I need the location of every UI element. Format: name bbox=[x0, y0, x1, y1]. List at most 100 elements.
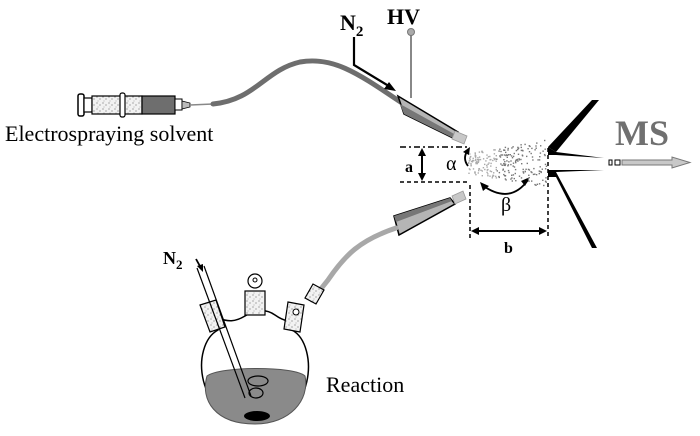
spray-droplet bbox=[495, 160, 497, 162]
spray-droplet bbox=[468, 162, 470, 164]
spray-droplet bbox=[534, 173, 536, 175]
spray-droplet bbox=[476, 161, 478, 164]
spray-droplet bbox=[479, 158, 482, 161]
spray-droplet bbox=[484, 163, 486, 166]
spray-droplet bbox=[500, 150, 502, 153]
spray-droplet bbox=[518, 159, 521, 161]
spray-droplet bbox=[531, 147, 533, 150]
spray-droplet bbox=[469, 156, 471, 158]
syringe-flange bbox=[119, 92, 126, 118]
spray-droplet bbox=[478, 169, 480, 172]
spray-droplet bbox=[478, 158, 480, 161]
reaction-tube bbox=[309, 225, 399, 303]
spray-droplet bbox=[510, 178, 512, 180]
spray-droplet bbox=[472, 168, 475, 170]
spray-droplet bbox=[543, 153, 546, 156]
ms-direction-arrow bbox=[621, 156, 692, 169]
spray-droplet bbox=[468, 160, 470, 162]
b-arrowhead-right bbox=[539, 227, 547, 235]
spray-droplet bbox=[529, 145, 531, 148]
beta-angle-arc bbox=[481, 179, 529, 195]
spray-droplet bbox=[498, 150, 500, 152]
spray-droplet bbox=[493, 153, 496, 155]
spray-droplet bbox=[506, 160, 508, 162]
spray-droplet bbox=[486, 166, 488, 168]
spray-droplet bbox=[512, 165, 514, 167]
spray-droplet bbox=[490, 158, 492, 161]
spray-droplet bbox=[524, 143, 526, 146]
spray-droplet bbox=[470, 165, 472, 167]
spray-droplet bbox=[545, 181, 547, 183]
spray-droplet bbox=[477, 172, 479, 174]
spray-droplet bbox=[534, 183, 536, 186]
spray-droplet bbox=[538, 159, 541, 161]
spray-droplet bbox=[493, 157, 495, 160]
reaction-label: Reaction bbox=[326, 372, 404, 397]
spray-droplet bbox=[504, 170, 506, 173]
center-neck-stopper bbox=[244, 290, 266, 316]
spray-plume bbox=[468, 139, 548, 187]
alpha-label: α bbox=[446, 153, 457, 175]
spray-droplet bbox=[481, 151, 483, 153]
a-arrowhead-down bbox=[418, 173, 426, 181]
spray-droplet bbox=[514, 172, 516, 175]
spray-droplet bbox=[490, 162, 492, 165]
spray-droplet bbox=[487, 168, 489, 171]
right-neck-stopper bbox=[283, 301, 305, 333]
beta-label: β bbox=[501, 194, 511, 216]
spray-droplet bbox=[470, 160, 473, 163]
bubble-2 bbox=[248, 387, 264, 399]
spray-droplet bbox=[476, 162, 478, 165]
n2-inlet-tube-left bbox=[196, 267, 246, 399]
spray-droplet bbox=[532, 159, 534, 161]
bottom-sprayer-nozzle bbox=[393, 190, 467, 237]
spray-droplet bbox=[490, 170, 493, 173]
spray-droplet bbox=[509, 154, 511, 156]
spray-droplet bbox=[506, 154, 509, 156]
spray-droplet bbox=[488, 162, 490, 164]
spray-droplet bbox=[473, 159, 475, 162]
spray-droplet bbox=[486, 157, 488, 159]
left-neck-stopper bbox=[199, 299, 226, 333]
syringe-plunger-neck bbox=[83, 97, 93, 113]
spray-droplet bbox=[487, 163, 489, 165]
spray-droplet bbox=[518, 175, 521, 177]
spray-droplet bbox=[511, 180, 513, 182]
spray-droplet bbox=[484, 168, 486, 171]
spray-droplet bbox=[494, 149, 496, 151]
spray-droplet bbox=[475, 158, 477, 160]
stir-bar bbox=[244, 411, 270, 421]
spray-droplet bbox=[527, 178, 530, 180]
spray-droplet bbox=[475, 159, 477, 162]
spray-droplet bbox=[517, 153, 520, 155]
spray-droplet bbox=[504, 161, 506, 163]
spray-droplet bbox=[498, 171, 501, 174]
spray-droplet bbox=[537, 159, 539, 161]
syringe-liquid bbox=[141, 95, 176, 115]
spray-droplet bbox=[515, 180, 517, 182]
spray-droplet bbox=[503, 149, 505, 151]
b-label: b bbox=[504, 240, 513, 257]
spray-droplet bbox=[475, 174, 477, 176]
n2-flask-arrowhead bbox=[197, 264, 203, 272]
spray-droplet bbox=[539, 152, 542, 154]
spray-droplet bbox=[521, 155, 524, 157]
spray-droplet bbox=[489, 155, 491, 158]
spray-droplet bbox=[528, 174, 530, 176]
syringe bbox=[77, 92, 214, 118]
spray-droplet bbox=[505, 154, 507, 157]
b-arrowhead-left bbox=[471, 227, 479, 235]
hv-label: HV bbox=[387, 4, 420, 29]
spray-droplet bbox=[515, 159, 518, 161]
spray-droplet bbox=[535, 184, 537, 186]
solvent-tube bbox=[210, 58, 408, 108]
spray-droplet bbox=[493, 172, 495, 174]
spray-droplet bbox=[511, 147, 513, 149]
spray-droplet bbox=[518, 158, 520, 160]
spray-droplet bbox=[474, 171, 476, 173]
spray-droplet bbox=[544, 168, 547, 170]
spray-droplet bbox=[545, 165, 548, 167]
spray-droplet bbox=[489, 175, 491, 177]
spray-droplet bbox=[507, 147, 509, 150]
